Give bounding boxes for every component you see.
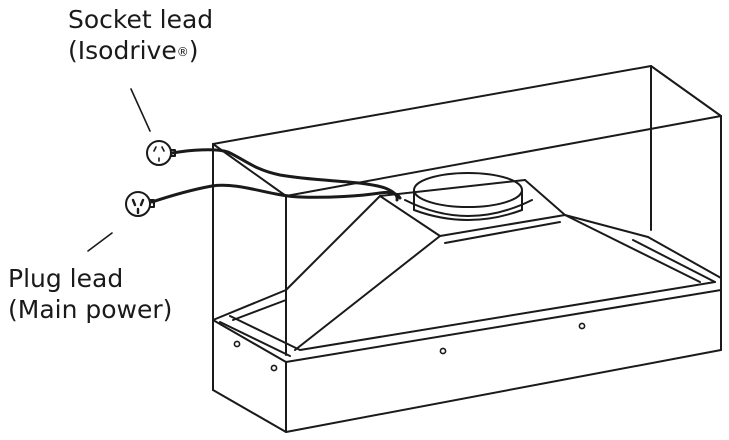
registered-mark: ® [176, 45, 189, 59]
screw-holes [233, 322, 586, 372]
hood-slopes [212, 179, 701, 351]
socket-lead-title: Socket lead [68, 5, 214, 34]
socket-leader-line [130, 88, 151, 132]
leader-lines [87, 88, 151, 252]
bottom-trim [212, 236, 722, 433]
screw-hole [439, 347, 447, 355]
cables [150, 148, 402, 204]
power-socket-icon [146, 140, 176, 166]
canopy-outline [212, 65, 722, 356]
plug-cable [150, 183, 402, 204]
plug-lead-subtitle: (Main power) [8, 295, 173, 324]
screw-hole [270, 364, 278, 372]
socket-lead-label: Socket lead (Isodrive®) [68, 4, 213, 66]
plug-lead-title: Plug lead [8, 264, 124, 293]
socket-cable [170, 148, 399, 202]
plug-leader-line [87, 232, 113, 252]
plug-lead-label: Plug lead (Main power) [8, 263, 172, 325]
screw-hole [233, 340, 241, 348]
duct-collar [404, 172, 533, 221]
socket-lead-subtitle: (Isodrive®) [68, 36, 199, 65]
power-plug-icon [125, 191, 155, 217]
screw-hole [578, 322, 586, 330]
